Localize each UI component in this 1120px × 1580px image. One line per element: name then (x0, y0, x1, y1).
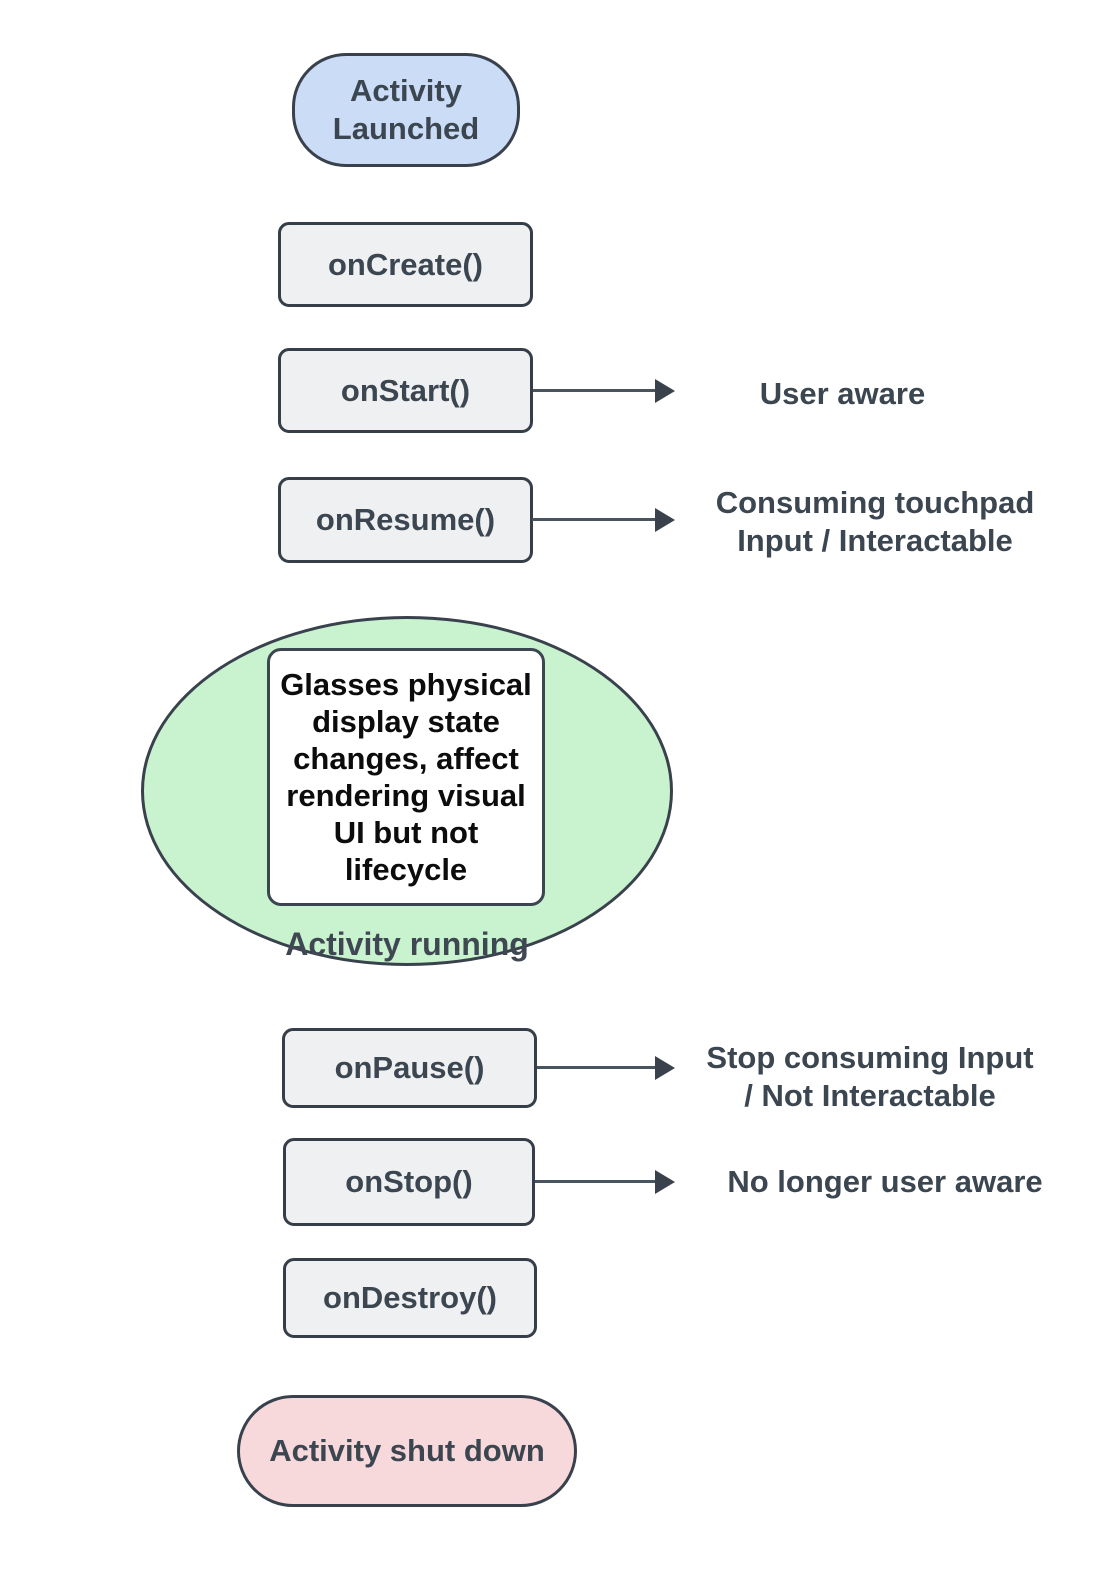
node-onstop: onStop() (283, 1138, 535, 1226)
arrow-onstart-line (533, 389, 657, 392)
annotation-stop-consuming-line2: / Not Interactable (744, 1078, 996, 1113)
annotation-user-aware-line1: User aware (759, 376, 926, 411)
annotation-user-aware: User aware (690, 375, 995, 413)
node-activity-launched-line2: Launched (332, 111, 480, 146)
node-oncreate-label: onCreate() (327, 246, 483, 282)
running-note-line6: lifecycle (344, 852, 468, 887)
annotation-consuming-touchpad-line1: Consuming touchpad (715, 485, 1035, 520)
node-onpause-label: onPause() (334, 1050, 485, 1085)
node-onstop-label: onStop() (345, 1164, 473, 1199)
running-note-line3: changes, affect (293, 741, 519, 776)
arrow-onpause-line (537, 1066, 657, 1069)
running-note-line5: UI but not (333, 815, 479, 850)
node-onresume-label: onResume() (315, 502, 496, 537)
running-note-line1: Glasses physical (280, 667, 532, 702)
arrow-onresume-line (532, 518, 657, 521)
node-activity-launched-line1: Activity (350, 73, 462, 108)
annotation-no-longer-aware-line1: No longer user aware (727, 1164, 1043, 1199)
node-onstart: onStart() (278, 348, 533, 433)
arrow-onstart-head-icon (655, 379, 675, 403)
annotation-no-longer-aware: No longer user aware (680, 1163, 1090, 1201)
node-activity-shut-down-label: Activity shut down (269, 1433, 545, 1468)
node-running-note: Glasses physical display state changes, … (267, 648, 545, 906)
node-activity-shut-down: Activity shut down (237, 1395, 577, 1507)
arrow-onresume-head-icon (655, 508, 675, 532)
annotation-stop-consuming: Stop consuming Input / Not Interactable (690, 1039, 1050, 1115)
arrow-onstop-line (535, 1180, 657, 1183)
node-ondestroy-label: onDestroy() (323, 1280, 497, 1315)
node-activity-running-label: Activity running (285, 926, 529, 962)
node-ondestroy: onDestroy() (283, 1258, 537, 1338)
node-oncreate: onCreate() (278, 222, 533, 307)
node-onresume: onResume() (278, 477, 533, 563)
annotation-consuming-touchpad-line2: Input / Interactable (737, 523, 1013, 558)
node-activity-launched: Activity Launched (292, 53, 520, 167)
running-note-line2: display state (312, 704, 500, 739)
node-onstart-label: onStart() (340, 372, 471, 408)
annotation-stop-consuming-line1: Stop consuming Input (706, 1040, 1034, 1075)
arrow-onstop-head-icon (655, 1170, 675, 1194)
node-onpause: onPause() (282, 1028, 537, 1108)
running-note-line4: rendering visual (286, 778, 526, 813)
annotation-consuming-touchpad: Consuming touchpad Input / Interactable (695, 484, 1055, 560)
arrow-onpause-head-icon (655, 1056, 675, 1080)
